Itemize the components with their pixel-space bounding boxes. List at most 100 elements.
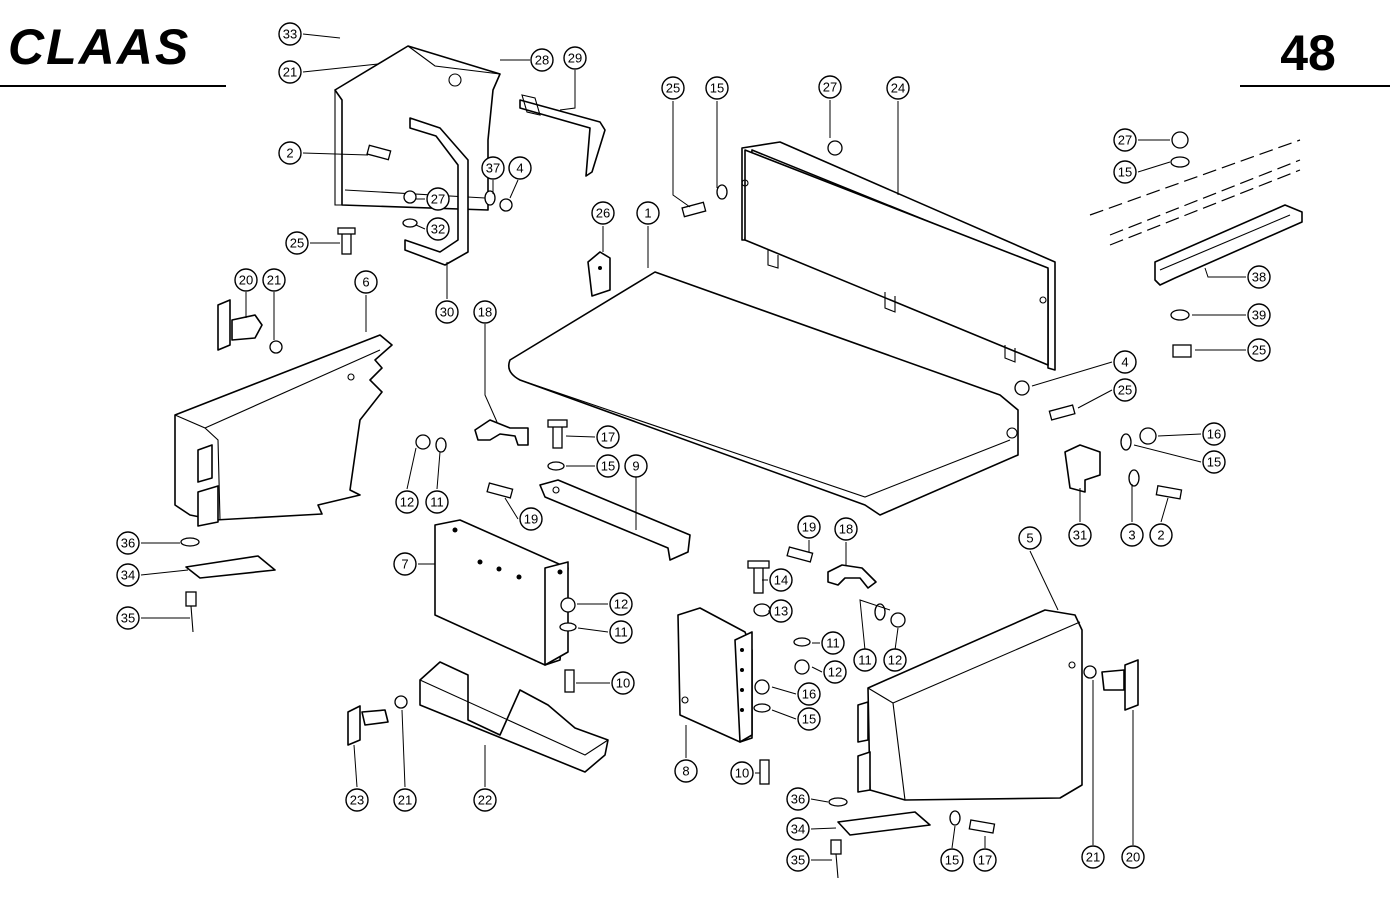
callout-18: 18 bbox=[473, 300, 497, 324]
svg-text:21: 21 bbox=[1086, 850, 1100, 865]
svg-text:37: 37 bbox=[486, 161, 500, 176]
strip-9 bbox=[539, 479, 691, 561]
callout-8: 8 bbox=[674, 759, 698, 783]
callout-10: 10 bbox=[611, 671, 635, 695]
mat-34-left bbox=[185, 555, 276, 579]
latch-23 bbox=[347, 695, 408, 746]
callout-32: 32 bbox=[426, 217, 450, 241]
svg-text:27: 27 bbox=[823, 80, 837, 95]
callout-21: 21 bbox=[1081, 845, 1105, 869]
svg-text:26: 26 bbox=[596, 206, 610, 221]
svg-text:39: 39 bbox=[1252, 308, 1266, 323]
callout-31: 31 bbox=[1068, 523, 1092, 547]
hood-6 bbox=[174, 334, 393, 527]
latch-20-left bbox=[217, 299, 283, 354]
svg-text:13: 13 bbox=[774, 604, 788, 619]
strap-30 bbox=[404, 117, 469, 266]
callout-27: 27 bbox=[1113, 128, 1137, 152]
channel-38 bbox=[1089, 139, 1303, 286]
callout-33: 33 bbox=[278, 22, 302, 46]
callout-15: 15 bbox=[1113, 160, 1137, 184]
svg-text:21: 21 bbox=[283, 65, 297, 80]
callout-27: 27 bbox=[818, 75, 842, 99]
leader-lines bbox=[140, 33, 1246, 861]
svg-text:22: 22 bbox=[478, 793, 492, 808]
callout-15: 15 bbox=[940, 848, 964, 872]
rod-29 bbox=[519, 99, 606, 177]
svg-text:4: 4 bbox=[1121, 355, 1128, 370]
svg-text:3: 3 bbox=[1128, 528, 1135, 543]
svg-text:25: 25 bbox=[666, 81, 680, 96]
svg-text:33: 33 bbox=[283, 27, 297, 42]
callout-1: 1 bbox=[636, 201, 660, 225]
brand-logo: CLAAS bbox=[8, 19, 190, 75]
svg-text:38: 38 bbox=[1252, 270, 1266, 285]
svg-text:2: 2 bbox=[286, 146, 293, 161]
callout-23: 23 bbox=[345, 788, 369, 812]
callout-11: 11 bbox=[821, 631, 845, 655]
svg-text:25: 25 bbox=[1252, 343, 1266, 358]
callout-21: 21 bbox=[262, 268, 286, 292]
bracket-7 bbox=[434, 519, 569, 666]
callout-36: 36 bbox=[786, 787, 810, 811]
callout-15: 15 bbox=[596, 454, 620, 478]
svg-text:27: 27 bbox=[431, 192, 445, 207]
callout-30: 30 bbox=[435, 300, 459, 324]
callout-37: 37 bbox=[481, 156, 505, 180]
svg-text:21: 21 bbox=[398, 793, 412, 808]
callout-20: 20 bbox=[1121, 845, 1145, 869]
callout-3: 3 bbox=[1120, 523, 1144, 547]
callout-38: 38 bbox=[1247, 265, 1271, 289]
svg-text:11: 11 bbox=[430, 495, 444, 510]
hood-5 bbox=[857, 609, 1083, 801]
callout-16: 16 bbox=[797, 682, 821, 706]
svg-text:10: 10 bbox=[616, 676, 630, 691]
header: CLAAS 48 bbox=[0, 19, 1390, 87]
callout-22: 22 bbox=[473, 788, 497, 812]
callout-19: 19 bbox=[797, 515, 821, 539]
svg-text:15: 15 bbox=[802, 712, 816, 727]
svg-text:11: 11 bbox=[614, 625, 628, 640]
svg-text:12: 12 bbox=[614, 597, 628, 612]
callout-25: 25 bbox=[1113, 378, 1137, 402]
parts-drawing: 33 21 28 29 2 37 4 27 32 25 30 20 21 6 1… bbox=[116, 22, 1303, 879]
callout-25: 25 bbox=[661, 76, 685, 100]
svg-text:6: 6 bbox=[362, 275, 369, 290]
svg-text:15: 15 bbox=[945, 853, 959, 868]
callout-18: 18 bbox=[834, 517, 858, 541]
svg-text:30: 30 bbox=[440, 305, 454, 320]
svg-text:29: 29 bbox=[568, 51, 582, 66]
callout-26: 26 bbox=[591, 201, 615, 225]
svg-text:11: 11 bbox=[858, 653, 872, 668]
callout-4: 4 bbox=[1113, 350, 1137, 374]
callout-27: 27 bbox=[426, 187, 450, 211]
callout-19: 19 bbox=[519, 507, 543, 531]
svg-text:1: 1 bbox=[644, 206, 651, 221]
callout-21: 21 bbox=[278, 60, 302, 84]
callout-11: 11 bbox=[853, 648, 877, 672]
svg-text:12: 12 bbox=[828, 665, 842, 680]
callout-10: 10 bbox=[730, 761, 754, 785]
svg-text:17: 17 bbox=[601, 430, 615, 445]
bracket-26 bbox=[587, 251, 611, 297]
svg-text:14: 14 bbox=[774, 573, 788, 588]
svg-text:15: 15 bbox=[601, 459, 615, 474]
callout-7: 7 bbox=[393, 552, 417, 576]
callout-11: 11 bbox=[425, 490, 449, 514]
svg-text:36: 36 bbox=[791, 792, 805, 807]
svg-text:35: 35 bbox=[791, 853, 805, 868]
callout-34: 34 bbox=[116, 563, 140, 587]
callout-15: 15 bbox=[705, 76, 729, 100]
svg-text:20: 20 bbox=[1126, 850, 1140, 865]
callout-6: 6 bbox=[354, 270, 378, 294]
callout-15: 15 bbox=[1202, 450, 1226, 474]
callout-11: 11 bbox=[609, 620, 633, 644]
svg-text:35: 35 bbox=[121, 611, 135, 626]
callout-2: 2 bbox=[1149, 523, 1173, 547]
svg-text:12: 12 bbox=[888, 653, 902, 668]
svg-text:8: 8 bbox=[682, 764, 689, 779]
svg-text:36: 36 bbox=[121, 536, 135, 551]
mat-34-right bbox=[837, 811, 931, 836]
bracket-22 bbox=[419, 661, 609, 773]
